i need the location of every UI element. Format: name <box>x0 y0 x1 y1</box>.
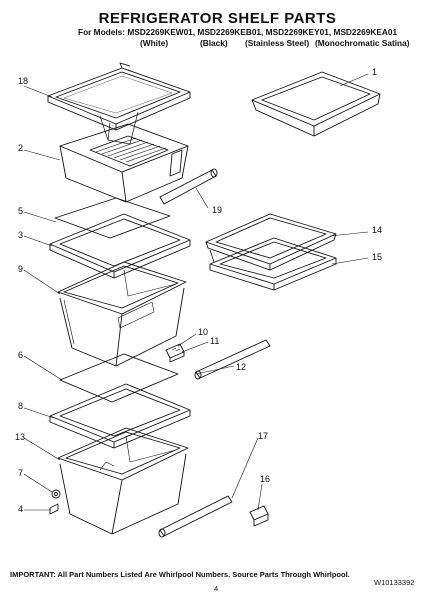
part-1-shelf <box>251 71 381 137</box>
callout-16: 16 <box>260 474 271 484</box>
callout-18: 18 <box>18 76 29 86</box>
callout-7: 7 <box>18 468 24 478</box>
callout-6: 6 <box>18 350 24 360</box>
color-white: (White) <box>140 38 169 48</box>
part-10-11-bracket <box>165 343 185 363</box>
part-6-glass <box>59 353 179 403</box>
leader-lines <box>23 73 369 511</box>
footer-notice: IMPORTANT: All Part Numbers Listed Are W… <box>10 570 350 579</box>
color-stainless: (Stainless Steel) <box>245 38 310 48</box>
callout-2: 2 <box>18 143 24 153</box>
part-2-crisper <box>59 123 189 203</box>
color-satina: (Monochromatic Satina) <box>315 38 410 48</box>
models-line: For Models: MSD2269KEW01, MSD2269KEB01, … <box>78 27 398 37</box>
callout-17: 17 <box>258 431 269 441</box>
color-black: (Black) <box>200 38 228 48</box>
part-15-shelf <box>209 237 337 291</box>
callout-14: 14 <box>372 225 383 235</box>
document-number: W10133392 <box>374 578 415 587</box>
callout-11: 11 <box>210 336 220 346</box>
part-16-clip <box>249 505 269 527</box>
part-14-shelf <box>205 213 337 271</box>
callout-12: 12 <box>236 362 247 372</box>
callout-4: 4 <box>18 504 24 514</box>
callout-13: 13 <box>15 432 26 442</box>
part-13-crisper-drawer <box>57 427 189 535</box>
callout-9: 9 <box>18 264 24 274</box>
part-9-crisper-drawer <box>57 261 187 367</box>
part-17-rod <box>158 495 233 538</box>
callout-3: 3 <box>18 230 24 240</box>
page-title: REFRIGERATOR SHELF PARTS <box>98 10 337 27</box>
part-12-rod <box>194 339 271 380</box>
callout-5: 5 <box>18 206 24 216</box>
callout-19: 19 <box>212 205 223 215</box>
part-19-rod <box>159 168 218 205</box>
callout-8: 8 <box>18 401 24 411</box>
part-7-4-hardware <box>49 489 61 515</box>
page-number: 4 <box>214 584 219 593</box>
part-8-frame <box>49 383 191 449</box>
callout-10: 10 <box>198 327 209 337</box>
callout-1: 1 <box>372 67 378 77</box>
callout-15: 15 <box>372 252 383 262</box>
part-5-glass <box>54 197 171 239</box>
part-18-shelf <box>47 62 191 145</box>
part-3-frame <box>49 213 191 279</box>
